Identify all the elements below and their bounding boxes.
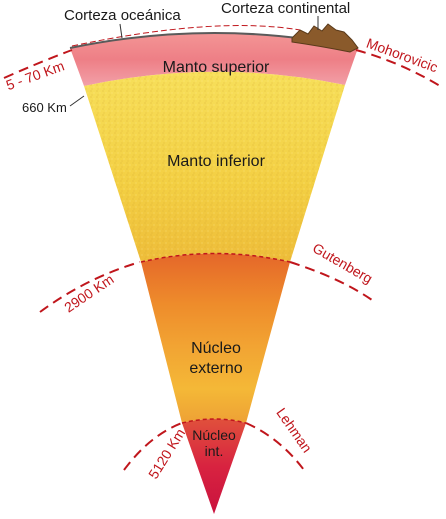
pointer-660 bbox=[69, 95, 85, 107]
label-lehman: Lehman bbox=[273, 405, 315, 456]
label-gutenberg: Gutenberg bbox=[310, 240, 375, 287]
lehman-boundary bbox=[181, 418, 247, 424]
gutenberg-boundary-left bbox=[39, 261, 141, 313]
label-manto-superior: Manto superior bbox=[163, 59, 270, 76]
upper-mantle-layer bbox=[70, 33, 358, 86]
label-manto-inferior: Manto inferior bbox=[167, 153, 265, 170]
label-nucleo-externo-2: externo bbox=[189, 360, 242, 377]
label-nucleo-interno-1: Núcleo bbox=[192, 427, 236, 443]
outer-core-layer bbox=[141, 253, 290, 423]
label-moho-depth: 5 - 70 Km bbox=[4, 57, 67, 93]
label-corteza-oceanica: Corteza oceánica bbox=[64, 7, 181, 24]
lehman-boundary-right bbox=[245, 422, 305, 471]
inner-core-layer bbox=[182, 419, 246, 514]
gutenberg-boundary bbox=[140, 252, 291, 263]
pointer-oceanic bbox=[119, 23, 123, 39]
label-depth-5120: 5120 Km bbox=[145, 426, 188, 482]
moho-boundary-right bbox=[355, 49, 441, 87]
lehman-boundary-left bbox=[123, 422, 183, 471]
gutenberg-boundary-right bbox=[289, 261, 373, 301]
label-depth-660: 660 Km bbox=[22, 100, 67, 115]
label-nucleo-interno-2: int. bbox=[205, 443, 224, 459]
moho-boundary-left bbox=[3, 49, 73, 79]
label-nucleo-externo-1: Núcleo bbox=[191, 340, 241, 357]
label-corteza-continental: Corteza continental bbox=[221, 0, 350, 17]
lower-mantle-texture bbox=[84, 71, 345, 262]
